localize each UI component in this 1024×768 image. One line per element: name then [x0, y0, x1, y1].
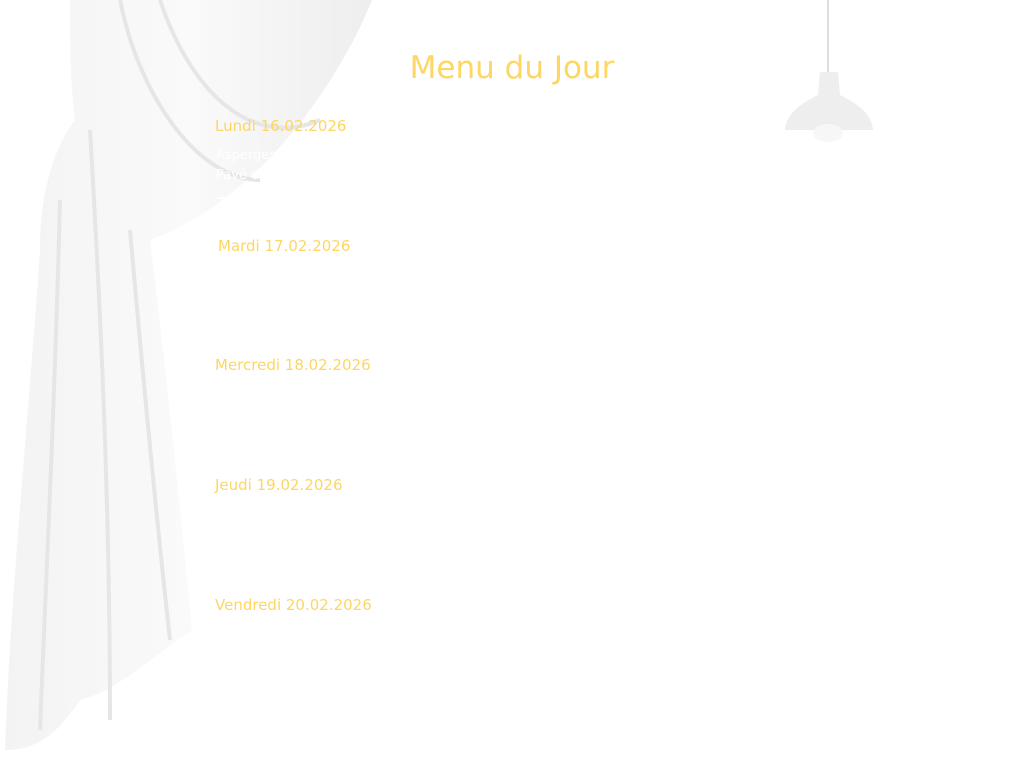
page-title: Menu du Jour [409, 50, 615, 86]
day-heading-tuesday: Mardi 17.02.2026 [218, 237, 351, 255]
dish-item: Pavé d [216, 168, 260, 183]
day-heading-friday: Vendredi 20.02.2026 [215, 596, 372, 614]
day-heading-wednesday: Mercredi 18.02.2026 [215, 356, 371, 374]
day-heading-monday: Lundi 16.02.2026 [215, 117, 347, 135]
lamp-image [785, 0, 873, 142]
curtain-image [5, 0, 372, 750]
dish-item: Asperges [216, 148, 277, 163]
divider [217, 197, 247, 199]
day-heading-thursday: Jeudi 19.02.2026 [215, 476, 343, 494]
